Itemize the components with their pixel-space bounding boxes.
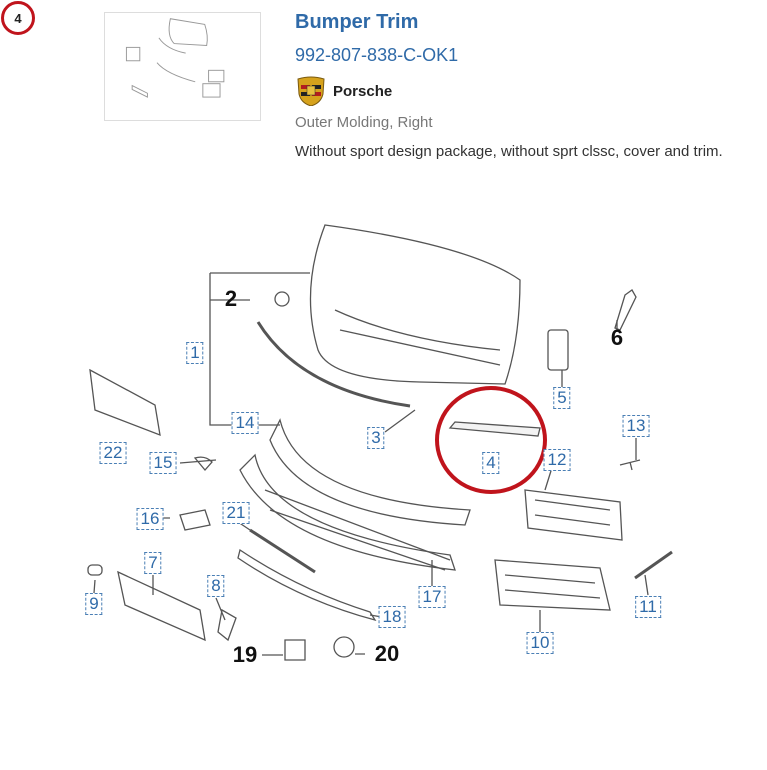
callout-12[interactable]: 12	[543, 449, 571, 471]
item-number-badge: 4	[1, 1, 35, 35]
callout-16[interactable]: 16	[136, 508, 164, 530]
highlight-circle	[435, 386, 547, 494]
parts-drawing	[87, 224, 673, 661]
porsche-crest-icon	[297, 76, 325, 106]
product-title[interactable]: Bumper Trim	[295, 11, 419, 33]
product-subtitle: Outer Molding, Right	[295, 114, 433, 131]
label-6: 6	[610, 325, 624, 350]
callout-18[interactable]: 18	[378, 606, 406, 628]
callout-4[interactable]: 4	[482, 452, 500, 474]
callout-9[interactable]: 9	[85, 593, 103, 615]
callout-17[interactable]: 17	[418, 586, 446, 608]
label-2: 2	[224, 286, 238, 311]
product-description: Without sport design package, without sp…	[295, 143, 723, 160]
callout-22[interactable]: 22	[99, 442, 127, 464]
callout-21[interactable]: 21	[222, 502, 250, 524]
parts-diagram: 1 3 4 5 7 8 9 10 11 12 13 14 15 16 17 18…	[0, 200, 767, 770]
callout-15[interactable]: 15	[149, 452, 177, 474]
thumbnail-drawing	[125, 18, 225, 98]
callout-10[interactable]: 10	[526, 632, 554, 654]
brand-name: Porsche	[333, 82, 393, 100]
brand: Porsche	[295, 76, 392, 106]
callout-11[interactable]: 11	[635, 596, 661, 618]
label-20: 20	[374, 641, 400, 666]
callout-13[interactable]: 13	[622, 415, 650, 437]
callout-7[interactable]: 7	[144, 552, 162, 574]
part-number-link[interactable]: 992-807-838-C-OK1	[295, 45, 459, 65]
callout-5[interactable]: 5	[553, 387, 571, 409]
callout-14[interactable]: 14	[231, 412, 259, 434]
label-19: 19	[232, 642, 258, 667]
diagram-thumbnail[interactable]	[104, 12, 261, 121]
callout-1[interactable]: 1	[186, 342, 204, 364]
callout-8[interactable]: 8	[207, 575, 225, 597]
callout-3[interactable]: 3	[367, 427, 385, 449]
